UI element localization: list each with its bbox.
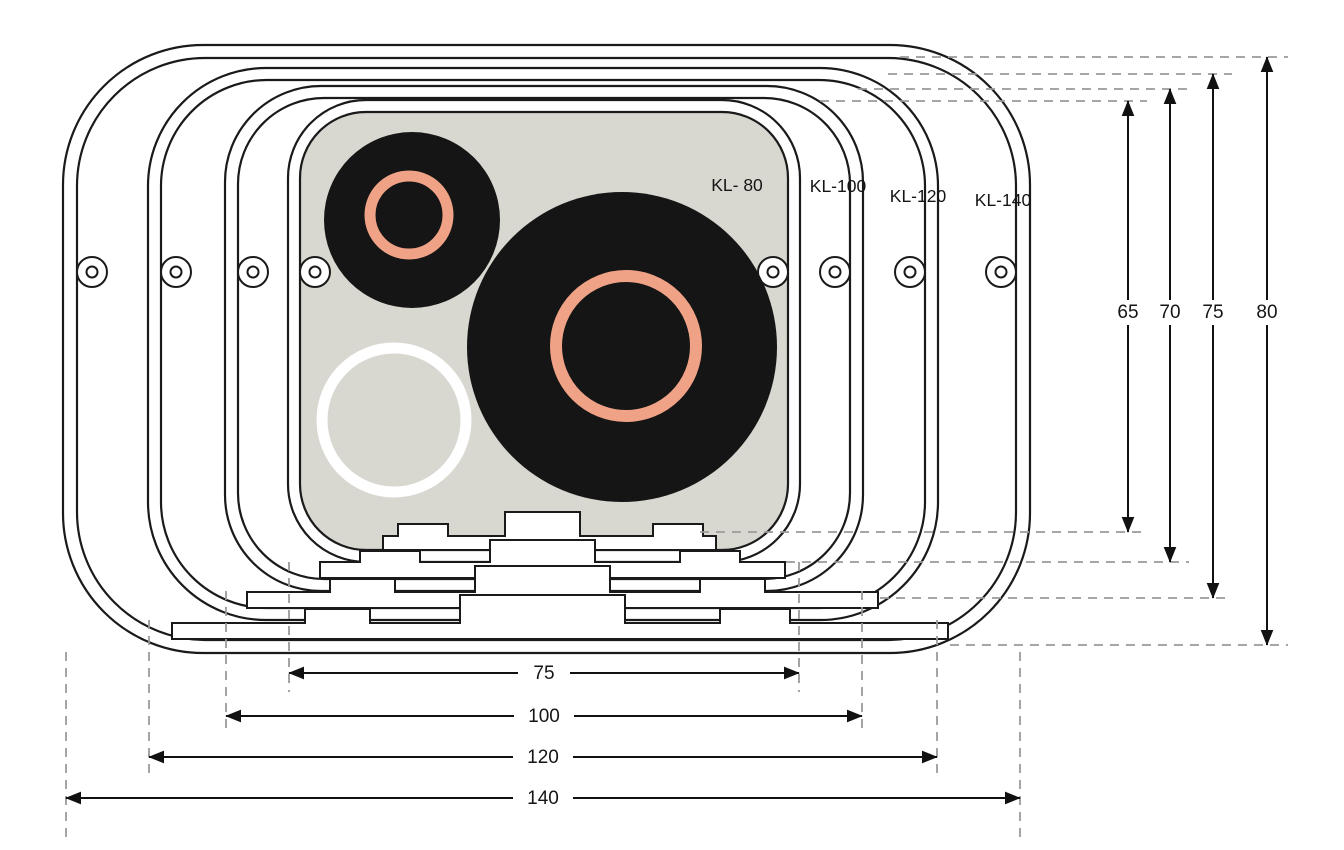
height-dim-label-bg: [1251, 300, 1283, 325]
width-dim-label-120: 120: [527, 747, 559, 768]
width-dim-label-100: 100: [528, 706, 560, 727]
height-dimensions: 65 70 75 80: [1112, 56, 1283, 646]
extension-lines: [65, 56, 1288, 838]
height-dim-label-bg: [1112, 300, 1144, 325]
profile-label-kl-120: KL-120: [890, 186, 947, 206]
width-dim-label-75: 75: [533, 663, 554, 684]
base-plate-kl-100: [319, 539, 786, 579]
ear-inner-curl: [308, 265, 322, 279]
width-dimensions: 75 100 120 140: [65, 662, 1021, 809]
base-plates: [171, 511, 949, 640]
width-dim-label-bg: [513, 746, 573, 768]
ear-right-kl-140: [985, 256, 1017, 288]
ear-inner-curl: [169, 265, 183, 279]
width-dim-label-bg: [514, 705, 574, 727]
small-cable-conductor-ring: [364, 170, 454, 260]
large-cable-conductor-ring: [550, 270, 702, 422]
cables: [316, 132, 777, 502]
empty-duct-white-ring: [316, 342, 472, 498]
ear-right-kl-100: [819, 256, 851, 288]
ear-left-kl-120: [160, 256, 192, 288]
height-dim-label-bg: [1197, 300, 1229, 325]
ear-inner-curl: [903, 265, 917, 279]
ear-inner-curl: [246, 265, 260, 279]
profile-label-kl-100: KL-100: [810, 176, 867, 196]
height-dim-label-80: 80: [1256, 302, 1277, 323]
ear-inner-curl: [766, 265, 780, 279]
base-plate-kl-120: [246, 565, 879, 609]
ear-inner-curl: [85, 265, 99, 279]
width-dim-label-bg: [518, 662, 570, 684]
ear-inner-curl: [828, 265, 842, 279]
ear-left-kl-80: [299, 256, 331, 288]
height-dim-label-bg: [1154, 300, 1186, 325]
profile-label-kl-140: KL-140: [975, 190, 1032, 210]
ear-inner-curl: [994, 265, 1008, 279]
profile-name-labels: KL- 80 KL-100 KL-120 KL-140: [711, 175, 1031, 210]
base-plate-kl-80: [382, 511, 717, 551]
retaining-clip-ears: [76, 256, 1017, 288]
ear-left-kl-100: [237, 256, 269, 288]
width-dim-label-140: 140: [527, 788, 559, 809]
profile-label-kl-80: KL- 80: [711, 175, 763, 195]
ear-right-kl-80: [757, 256, 789, 288]
ear-left-kl-140: [76, 256, 108, 288]
ear-right-kl-120: [894, 256, 926, 288]
height-dim-label-65: 65: [1117, 302, 1138, 323]
small-cable-sheath: [324, 132, 500, 308]
height-dim-label-70: 70: [1159, 302, 1180, 323]
base-plate-kl-140: [171, 594, 949, 640]
large-cable-sheath: [467, 192, 777, 502]
width-dim-label-bg: [513, 787, 573, 809]
height-dim-label-75: 75: [1202, 302, 1223, 323]
